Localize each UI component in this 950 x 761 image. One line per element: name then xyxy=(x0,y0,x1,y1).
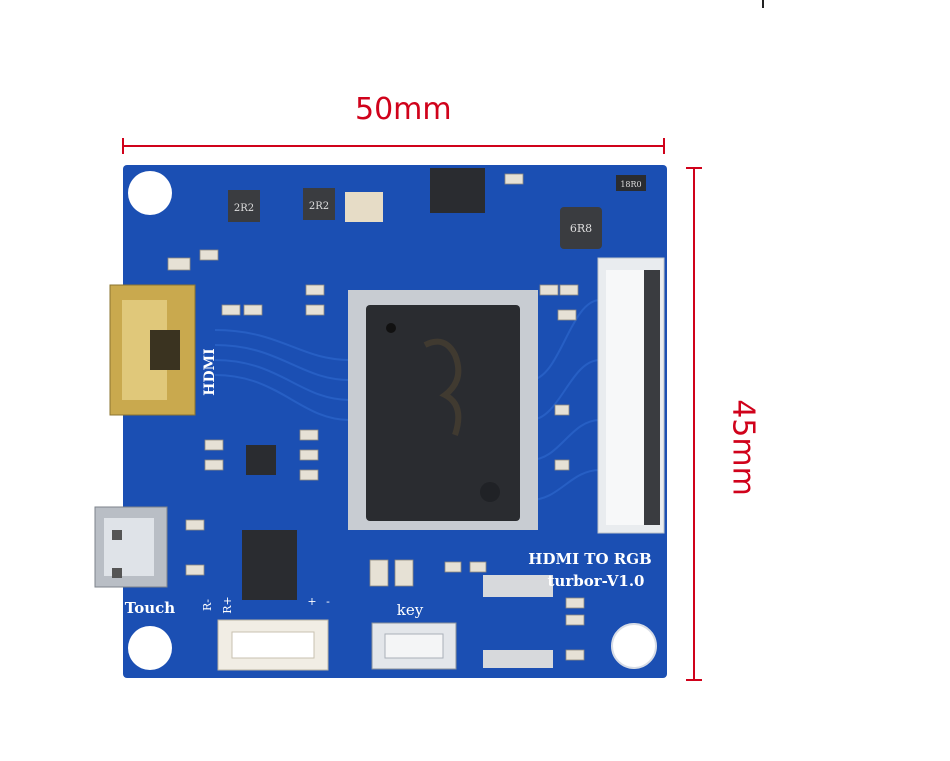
height-dimension-tick-top xyxy=(686,167,702,169)
plus-label: + xyxy=(307,595,316,608)
board-title-line2: turbor-V1.0 xyxy=(547,572,644,590)
mount-hole-top-left xyxy=(128,171,172,215)
hdmi-connector xyxy=(109,284,196,416)
smd-components xyxy=(167,173,585,661)
width-dimension-tick-left xyxy=(122,138,124,154)
resistor-18r0: 18R0 xyxy=(616,175,646,191)
svg-text:18R0: 18R0 xyxy=(620,180,641,189)
fpc-connector xyxy=(597,257,665,534)
width-dimension-tick-right xyxy=(663,138,665,154)
r-minus-label: R- xyxy=(201,599,214,611)
height-dimension-line xyxy=(693,167,695,680)
touch-silk-label: Touch xyxy=(125,599,175,617)
inductor-6r8: 6R8 xyxy=(560,207,602,249)
ic-chip-small xyxy=(246,445,276,475)
micro-usb-connector xyxy=(94,506,168,588)
inductor-2r2-b: 2R2 xyxy=(303,188,335,220)
main-ic-chip xyxy=(348,290,538,530)
r-plus-label: R+ xyxy=(221,596,234,614)
ic-chip-bottom xyxy=(242,530,297,600)
svg-text:2R2: 2R2 xyxy=(234,203,254,214)
edge-mark xyxy=(762,0,764,8)
key-button xyxy=(371,622,457,670)
height-dimension-tick-bottom xyxy=(686,679,702,681)
mount-hole-bottom-left xyxy=(128,626,172,670)
pad-strip xyxy=(483,575,553,668)
crystal-oscillator xyxy=(345,192,383,222)
mount-hole-bottom-right xyxy=(611,623,657,669)
svg-text:6R8: 6R8 xyxy=(570,222,592,235)
width-dimension-line xyxy=(122,145,665,147)
minus-label: - xyxy=(326,595,330,608)
svg-text:2R2: 2R2 xyxy=(309,201,329,212)
board-title-line1: HDMI TO RGB xyxy=(528,550,651,568)
ic-chip-top xyxy=(430,168,485,213)
hdmi-silk-label: HDMI xyxy=(202,348,218,395)
width-dimension-label: 50mm xyxy=(355,92,452,127)
inductor-2r2-a: 2R2 xyxy=(228,190,260,222)
touch-connector xyxy=(217,619,329,671)
key-silk-label: key xyxy=(397,601,424,619)
